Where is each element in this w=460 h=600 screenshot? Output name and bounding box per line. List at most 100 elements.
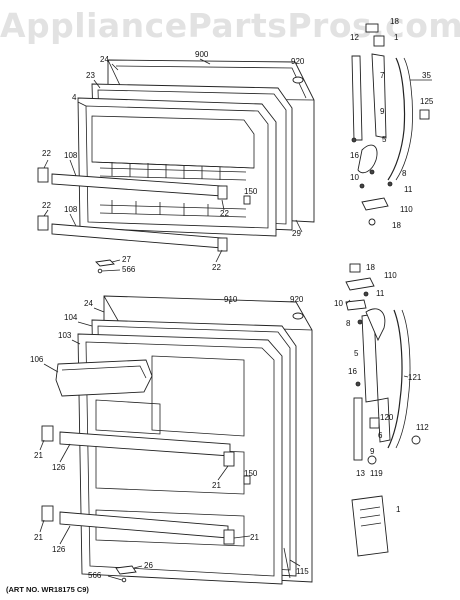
part-label: 18 <box>366 263 375 272</box>
leader-lines <box>39 58 432 581</box>
part-label: 150 <box>244 469 258 478</box>
part-label: 1 <box>396 505 401 514</box>
part-label: 13 <box>356 469 365 478</box>
part-label: 110 <box>400 205 413 214</box>
shelf-bracket-icon <box>37 167 49 183</box>
part-label: 9 <box>370 447 375 456</box>
part-label: 24 <box>84 299 93 308</box>
part-label: 35 <box>422 71 431 80</box>
shelf-bracket-icon <box>37 215 49 231</box>
lower-hinge-hardware <box>345 263 421 557</box>
part-label: 23 <box>86 71 95 80</box>
part-label: 110 <box>384 271 397 280</box>
part-label: 120 <box>380 413 394 422</box>
shelf-bracket-icon <box>217 237 228 252</box>
handle-cover-icon <box>387 309 403 449</box>
screw-icon <box>351 137 357 143</box>
part-label: 115 <box>296 567 309 576</box>
hinge-bracket-icon <box>361 197 389 211</box>
part-label: 7 <box>380 71 385 80</box>
handle-end-icon <box>365 308 386 342</box>
plug-button-icon <box>411 435 421 445</box>
part-label: 108 <box>64 205 78 214</box>
part-label: 112 <box>416 423 429 432</box>
screw-icon <box>357 319 363 325</box>
part-label: 103 <box>58 331 72 340</box>
part-label: 1 <box>394 33 399 42</box>
part-label: 150 <box>244 187 258 196</box>
handle-end-icon <box>357 144 378 174</box>
part-label: 21 <box>212 481 221 490</box>
cap-icon <box>373 35 385 47</box>
part-label: 8 <box>402 169 407 178</box>
part-label: 11 <box>376 289 385 298</box>
handle-trim-icon <box>353 397 363 461</box>
part-label: 104 <box>64 313 78 322</box>
part-label: 119 <box>370 469 383 478</box>
part-label: 910 <box>224 295 238 304</box>
freezer-shelf-grid <box>99 162 247 218</box>
part-label: 9 <box>380 107 385 116</box>
screw-icon <box>369 169 375 175</box>
shelf-bracket-icon <box>223 529 235 545</box>
part-label: 126 <box>52 545 66 554</box>
shelf-bracket-icon <box>223 451 235 467</box>
cap-icon <box>369 417 380 429</box>
part-label: 8 <box>346 319 351 328</box>
hinge-pin-icon <box>349 263 361 273</box>
part-label: 22 <box>42 201 51 210</box>
part-label: 5 <box>382 135 387 144</box>
screw-icon <box>363 291 369 297</box>
part-label: 16 <box>348 367 357 376</box>
part-label: 26 <box>144 561 153 570</box>
part-label: 10 <box>334 299 343 308</box>
freezer-door-assembly <box>37 59 315 274</box>
shelf-bracket-icon <box>217 185 228 200</box>
part-label: 21 <box>250 533 259 542</box>
plug-button-icon <box>419 109 430 120</box>
screw-icon <box>121 577 127 583</box>
hinge-bracket-icon <box>345 277 375 291</box>
cam-icon <box>345 299 367 311</box>
part-label: 121 <box>408 373 422 382</box>
freezer-door-liner <box>77 97 277 237</box>
handle-trim-icon <box>351 55 363 141</box>
handle-cover-icon <box>387 57 406 181</box>
part-label: 18 <box>392 221 401 230</box>
part-label: 16 <box>350 151 359 160</box>
clip-icon <box>95 259 115 267</box>
part-label: 22 <box>42 149 51 158</box>
part-label: 22 <box>220 209 229 218</box>
bushing-icon <box>367 455 377 465</box>
part-label: 22 <box>212 263 221 272</box>
plug-icon <box>292 76 304 84</box>
screw-icon <box>355 381 361 387</box>
fresh-food-door-assembly <box>41 295 313 585</box>
hinge-pin-icon <box>365 23 379 33</box>
part-label: 29 <box>292 229 301 238</box>
plug-icon <box>292 312 304 320</box>
stud-icon <box>243 195 251 205</box>
part-label: 4 <box>72 93 77 102</box>
screw-icon <box>387 181 393 187</box>
part-label: 125 <box>420 97 434 106</box>
part-label: 566 <box>122 265 136 274</box>
part-label: 21 <box>34 533 43 542</box>
stud-icon <box>243 475 251 485</box>
part-label: 24 <box>100 55 109 64</box>
part-label: 10 <box>350 173 359 182</box>
shelf-bracket-icon <box>41 425 54 442</box>
clip-icon <box>115 565 137 575</box>
handle-icon <box>371 53 387 139</box>
part-labels: 900 920 24 23 4 22 108 22 108 150 22 29 … <box>30 17 434 580</box>
part-label: 5 <box>354 349 359 358</box>
part-label: 566 <box>88 571 102 580</box>
part-label: 18 <box>390 17 399 26</box>
part-label: 12 <box>350 33 359 42</box>
shelf-bracket-icon <box>41 505 54 522</box>
part-label: 900 <box>195 50 209 59</box>
part-label: 920 <box>291 57 305 66</box>
dairy-compartment-door <box>55 359 153 397</box>
part-label: 27 <box>122 255 131 264</box>
